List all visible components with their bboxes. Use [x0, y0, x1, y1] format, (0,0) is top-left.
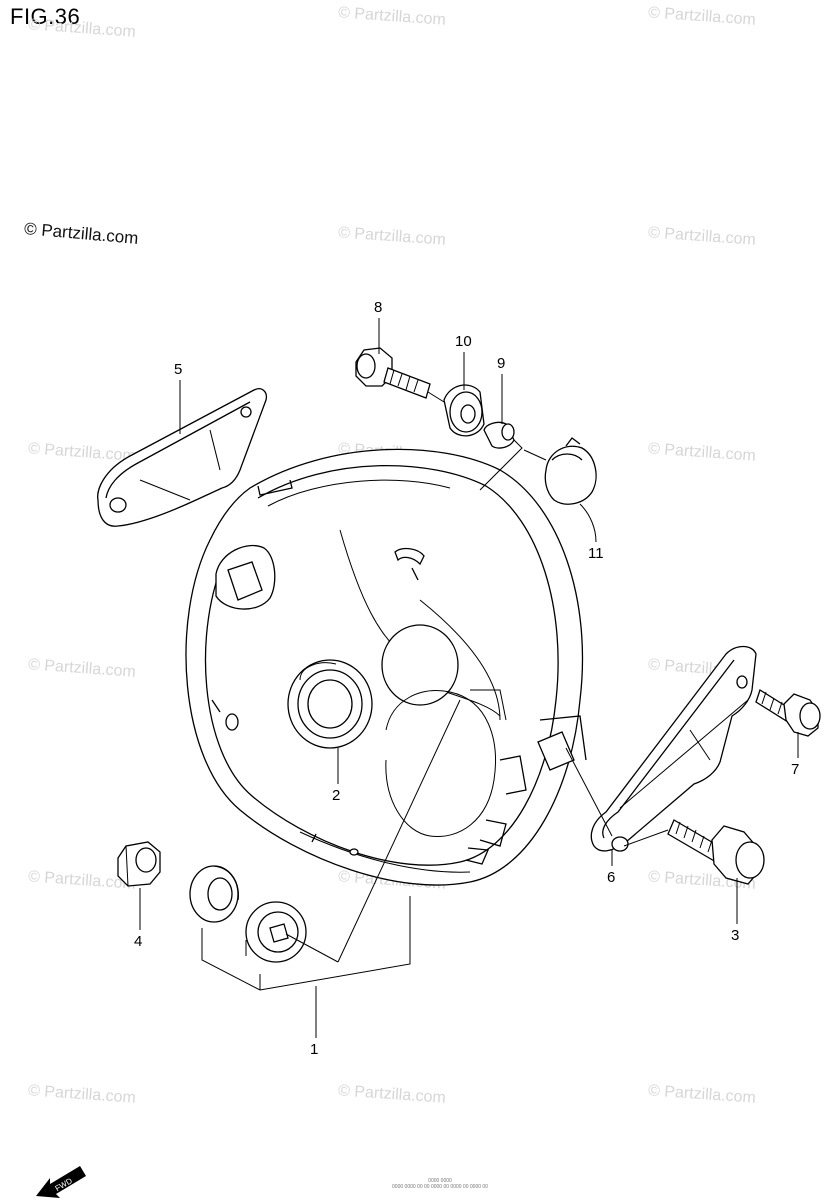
- svg-text:1: 1: [310, 1041, 318, 1058]
- svg-text:11: 11: [588, 545, 604, 562]
- lower-grommet-right[interactable]: [245, 901, 307, 963]
- bracket-right[interactable]: [590, 645, 757, 852]
- callout-9: 9: [497, 355, 505, 424]
- callout-8: 8: [374, 299, 382, 354]
- bolt-lower[interactable]: [667, 819, 765, 885]
- sleeve[interactable]: [483, 421, 515, 449]
- footnote: 0000 0000 0000 0000 00 00 0000 00 0000 0…: [380, 1178, 500, 1190]
- lower-grommet-left[interactable]: [189, 865, 239, 923]
- footnote-line2: 0000 0000 00 00 0000 00 0000 00 0000 00: [392, 1184, 488, 1190]
- callout-4: 4: [134, 888, 142, 950]
- grommet-group-bracket: [201, 896, 411, 991]
- svg-text:4: 4: [134, 933, 142, 950]
- callout-7: 7: [791, 732, 799, 778]
- headlight-housing[interactable]: [185, 448, 587, 886]
- svg-text:2: 2: [332, 787, 340, 804]
- bolt-top[interactable]: [355, 347, 431, 399]
- svg-text:3: 3: [731, 927, 739, 944]
- svg-text:5: 5: [174, 361, 182, 378]
- callout-6: 6: [607, 850, 615, 886]
- nut[interactable]: [117, 841, 161, 887]
- bolt-upper[interactable]: [755, 689, 821, 737]
- fwd-arrow-icon: FWD: [36, 1166, 86, 1198]
- svg-text:7: 7: [791, 761, 799, 778]
- callout-11: 11: [579, 503, 604, 562]
- assembly-lines: [427, 391, 749, 847]
- callout-10: 10: [455, 333, 472, 390]
- callout-3: 3: [731, 878, 739, 944]
- bracket-left[interactable]: [97, 388, 268, 527]
- callout-1: 1: [285, 699, 461, 1058]
- footnote-line1: 0000 0000: [428, 1178, 452, 1184]
- svg-text:6: 6: [607, 869, 615, 886]
- collar[interactable]: [443, 384, 485, 437]
- svg-text:10: 10: [455, 333, 472, 350]
- svg-text:8: 8: [374, 299, 382, 316]
- callout-5: 5: [174, 361, 182, 434]
- callout-2: 2: [332, 748, 340, 804]
- figure-title: FIG.36: [10, 4, 81, 29]
- cap[interactable]: [544, 437, 597, 505]
- grommet[interactable]: [287, 659, 373, 749]
- svg-text:9: 9: [497, 355, 505, 372]
